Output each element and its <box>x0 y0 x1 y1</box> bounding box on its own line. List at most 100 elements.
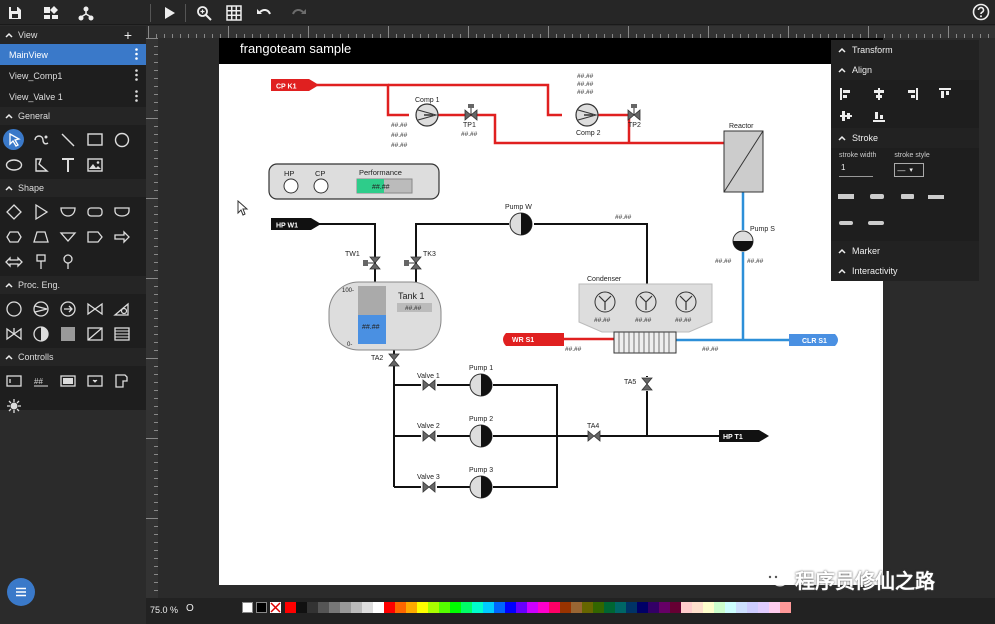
text-tool[interactable] <box>54 152 81 177</box>
color-swatch[interactable] <box>384 602 395 613</box>
color-swatch[interactable] <box>483 602 494 613</box>
more-vert-icon[interactable] <box>135 48 138 60</box>
image-tool[interactable] <box>81 152 108 177</box>
color-swatch[interactable] <box>505 602 516 613</box>
color-swatch[interactable] <box>648 602 659 613</box>
valve-ta2[interactable]: TA2 <box>371 353 400 367</box>
line-tool[interactable] <box>54 127 81 152</box>
proc-motor[interactable] <box>108 296 135 321</box>
color-swatch[interactable] <box>560 602 571 613</box>
color-swatch[interactable] <box>670 602 681 613</box>
color-swatch[interactable] <box>593 602 604 613</box>
redo-button[interactable] <box>288 2 310 24</box>
color-swatch[interactable] <box>692 602 703 613</box>
shape-double-arrow[interactable] <box>0 249 27 274</box>
color-swatch[interactable] <box>296 602 307 613</box>
linecap-square-button[interactable] <box>898 189 914 205</box>
save-button[interactable] <box>4 2 26 24</box>
layout-tree-button[interactable] <box>75 2 97 24</box>
menu-fab[interactable] <box>7 578 35 606</box>
pump-1[interactable]: Pump 1 <box>469 365 493 397</box>
view-item-valve1[interactable]: View_Valve 1 <box>0 86 146 107</box>
controls-section-header[interactable]: Controlls <box>0 348 146 366</box>
proc-compressor[interactable] <box>27 296 54 321</box>
proc-pump[interactable] <box>54 296 81 321</box>
shape-triangle[interactable] <box>27 199 54 224</box>
color-swatch[interactable] <box>450 602 461 613</box>
view-section-header[interactable]: View + <box>0 26 146 44</box>
control-gauge[interactable] <box>0 393 27 418</box>
linejoin-miter-button[interactable] <box>928 189 944 205</box>
valve-tk3[interactable]: TK3 <box>404 251 436 270</box>
help-button[interactable] <box>972 3 990 21</box>
color-swatch[interactable] <box>373 602 384 613</box>
pump-s[interactable]: Pump S ##.## ##.## <box>715 226 775 265</box>
align-bottom-button[interactable] <box>871 108 887 124</box>
shape-diamond[interactable] <box>0 199 27 224</box>
align-middle-button[interactable] <box>838 108 854 124</box>
color-swatch[interactable] <box>362 602 373 613</box>
performance-panel[interactable]: HP CP Performance ##.## <box>268 163 440 200</box>
play-button[interactable] <box>158 2 180 24</box>
polygon-tool[interactable] <box>27 152 54 177</box>
proc-half-circle[interactable] <box>27 321 54 346</box>
valve-tw1[interactable]: TW1 <box>345 251 381 270</box>
color-swatch[interactable] <box>538 602 549 613</box>
color-swatch[interactable] <box>582 602 593 613</box>
stroke-style-select[interactable]: —▾ <box>894 163 925 177</box>
color-swatch[interactable] <box>270 602 281 613</box>
color-swatch[interactable] <box>527 602 538 613</box>
wr-s1-arrow[interactable]: WR S1 <box>503 333 564 346</box>
color-swatch[interactable] <box>307 602 318 613</box>
valve-ta4[interactable]: TA4 <box>587 423 601 442</box>
color-swatch[interactable] <box>736 602 747 613</box>
general-section-header[interactable]: General <box>0 107 146 125</box>
valve-tp2[interactable]: TP2 <box>627 104 641 129</box>
align-top-button[interactable] <box>937 86 953 102</box>
transform-section[interactable]: Transform <box>831 40 979 60</box>
align-left-button[interactable] <box>838 86 854 102</box>
color-swatch[interactable] <box>516 602 527 613</box>
color-swatch[interactable] <box>769 602 780 613</box>
tank-1[interactable]: 100- 0- ##.## Tank 1 ##.## <box>328 281 442 351</box>
color-swatch[interactable] <box>242 602 253 613</box>
view-item-comp1[interactable]: View_Comp1 <box>0 65 146 86</box>
proc-circle[interactable] <box>0 296 27 321</box>
control-value[interactable]: ## <box>27 368 54 393</box>
proc-valve[interactable] <box>81 296 108 321</box>
reactor[interactable]: Reactor <box>723 123 764 193</box>
pump-3[interactable]: Pump 3 <box>469 467 493 499</box>
align-right-button[interactable] <box>904 86 920 102</box>
color-swatch[interactable] <box>329 602 340 613</box>
proc-exchanger[interactable] <box>81 321 108 346</box>
linecap-butt-button[interactable] <box>838 189 854 205</box>
control-button[interactable] <box>54 368 81 393</box>
pointer-tool[interactable] <box>3 129 24 150</box>
hp-w1-arrow[interactable]: HP W1 <box>271 218 321 230</box>
color-swatch[interactable] <box>571 602 582 613</box>
color-swatch[interactable] <box>747 602 758 613</box>
color-swatch[interactable] <box>428 602 439 613</box>
shape-trapezoid[interactable] <box>27 224 54 249</box>
shape-half-circle[interactable] <box>54 199 81 224</box>
color-swatch[interactable] <box>626 602 637 613</box>
color-swatch[interactable] <box>615 602 626 613</box>
color-swatch[interactable] <box>681 602 692 613</box>
hp-t1-arrow[interactable]: HP T1 <box>719 430 769 442</box>
color-swatch[interactable] <box>637 602 648 613</box>
grid-button[interactable] <box>223 2 245 24</box>
shape-lollipop[interactable] <box>54 249 81 274</box>
proc-cooler[interactable] <box>108 321 135 346</box>
color-swatch[interactable] <box>549 602 560 613</box>
valve-3[interactable]: Valve 3 <box>417 474 440 493</box>
proc-valve-motor[interactable] <box>0 321 27 346</box>
zoom-reset-button[interactable]: O <box>186 603 194 614</box>
zoom-button[interactable] <box>193 2 215 24</box>
color-swatch[interactable] <box>758 602 769 613</box>
color-swatch[interactable] <box>340 602 351 613</box>
color-swatch[interactable] <box>351 602 362 613</box>
linejoin-round-button[interactable] <box>838 215 854 231</box>
color-swatch[interactable] <box>318 602 329 613</box>
shape-arrow[interactable] <box>108 224 135 249</box>
view-item-mainview[interactable]: MainView <box>0 44 146 65</box>
